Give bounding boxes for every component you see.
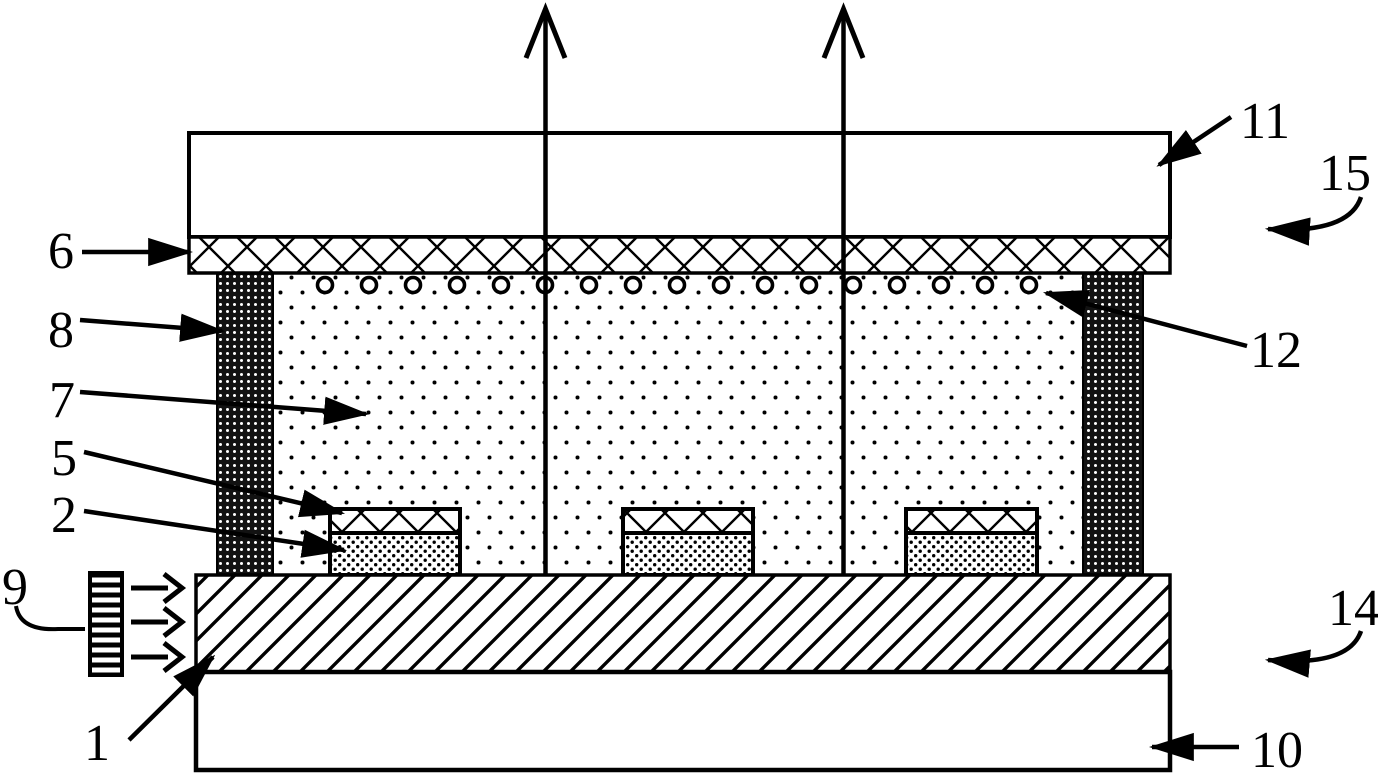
callout-15-label: 15 (1319, 145, 1371, 202)
pixel-stack-1 (328, 507, 462, 577)
callout-5-label: 5 (51, 430, 77, 487)
bead (667, 275, 687, 295)
callout-9-label: 9 (2, 559, 28, 616)
callout-10-label: 10 (1251, 722, 1303, 779)
callout-8-label: 8 (48, 302, 74, 359)
crosshatch-seal-layer (187, 235, 1172, 275)
incident-arrows (131, 572, 187, 673)
callout-5-arrow (83, 449, 346, 518)
pixel-body (621, 531, 755, 577)
bead (623, 275, 643, 295)
bead (711, 275, 731, 295)
incident-arrow-1 (131, 572, 187, 604)
bead (403, 275, 423, 295)
callout-7-label: 7 (49, 372, 75, 429)
hatched-electrode-layer (194, 573, 1172, 674)
bead (315, 275, 335, 295)
incident-arrow-2 (131, 606, 187, 638)
callout-8-arrow (79, 313, 226, 342)
bead (887, 275, 907, 295)
arrow-up-icon (523, 2, 568, 59)
arrow-right-icon (162, 572, 187, 604)
callout-2-label: 2 (51, 487, 77, 544)
callout-14-label: 14 (1328, 580, 1378, 637)
pixel-cap (621, 507, 755, 535)
callout-1-arrow (127, 654, 216, 742)
callout-6-label: 6 (48, 223, 74, 280)
pixel-cap (328, 507, 462, 535)
callout-7-arrow (79, 389, 370, 425)
left-side-wall (216, 272, 274, 577)
pixel-stack-3 (904, 507, 1039, 577)
callout-11-arrow (1156, 115, 1233, 167)
bead (931, 275, 951, 295)
emission-arrow-left (523, 2, 568, 575)
bead (447, 275, 467, 295)
incident-arrow-3 (131, 641, 187, 673)
callout-12-arrow (1042, 289, 1248, 349)
bead (1019, 275, 1039, 295)
bead (843, 275, 863, 295)
callout-labels: 6 8 7 5 2 9 1 11 15 12 14 10 (2, 93, 1378, 779)
top-cover-plate (187, 131, 1172, 239)
bead (491, 275, 511, 295)
pixel-stack-2 (621, 507, 755, 577)
arrow-right-icon (162, 606, 187, 638)
bead-row (315, 275, 1039, 295)
callout-9-leader (14, 605, 85, 632)
callout-2-arrow (83, 508, 348, 558)
bead (799, 275, 819, 295)
bead (975, 275, 995, 295)
pixel-body (328, 531, 462, 577)
callout-15-arrow (1264, 196, 1364, 246)
arrow-up-icon (821, 2, 866, 59)
bead (359, 275, 379, 295)
callout-14-arrow (1264, 630, 1364, 678)
bead (755, 275, 775, 295)
pixel-cap (904, 507, 1039, 535)
callout-11-label: 11 (1240, 93, 1290, 150)
callout-12-label: 12 (1250, 322, 1302, 379)
emission-arrow-right (821, 2, 866, 575)
bead (579, 275, 599, 295)
callout-1-label: 1 (84, 715, 110, 772)
striped-source-bar (88, 571, 124, 677)
callout-leaders (14, 115, 1364, 762)
bottom-substrate (193, 669, 1173, 773)
pixel-body (904, 531, 1039, 577)
